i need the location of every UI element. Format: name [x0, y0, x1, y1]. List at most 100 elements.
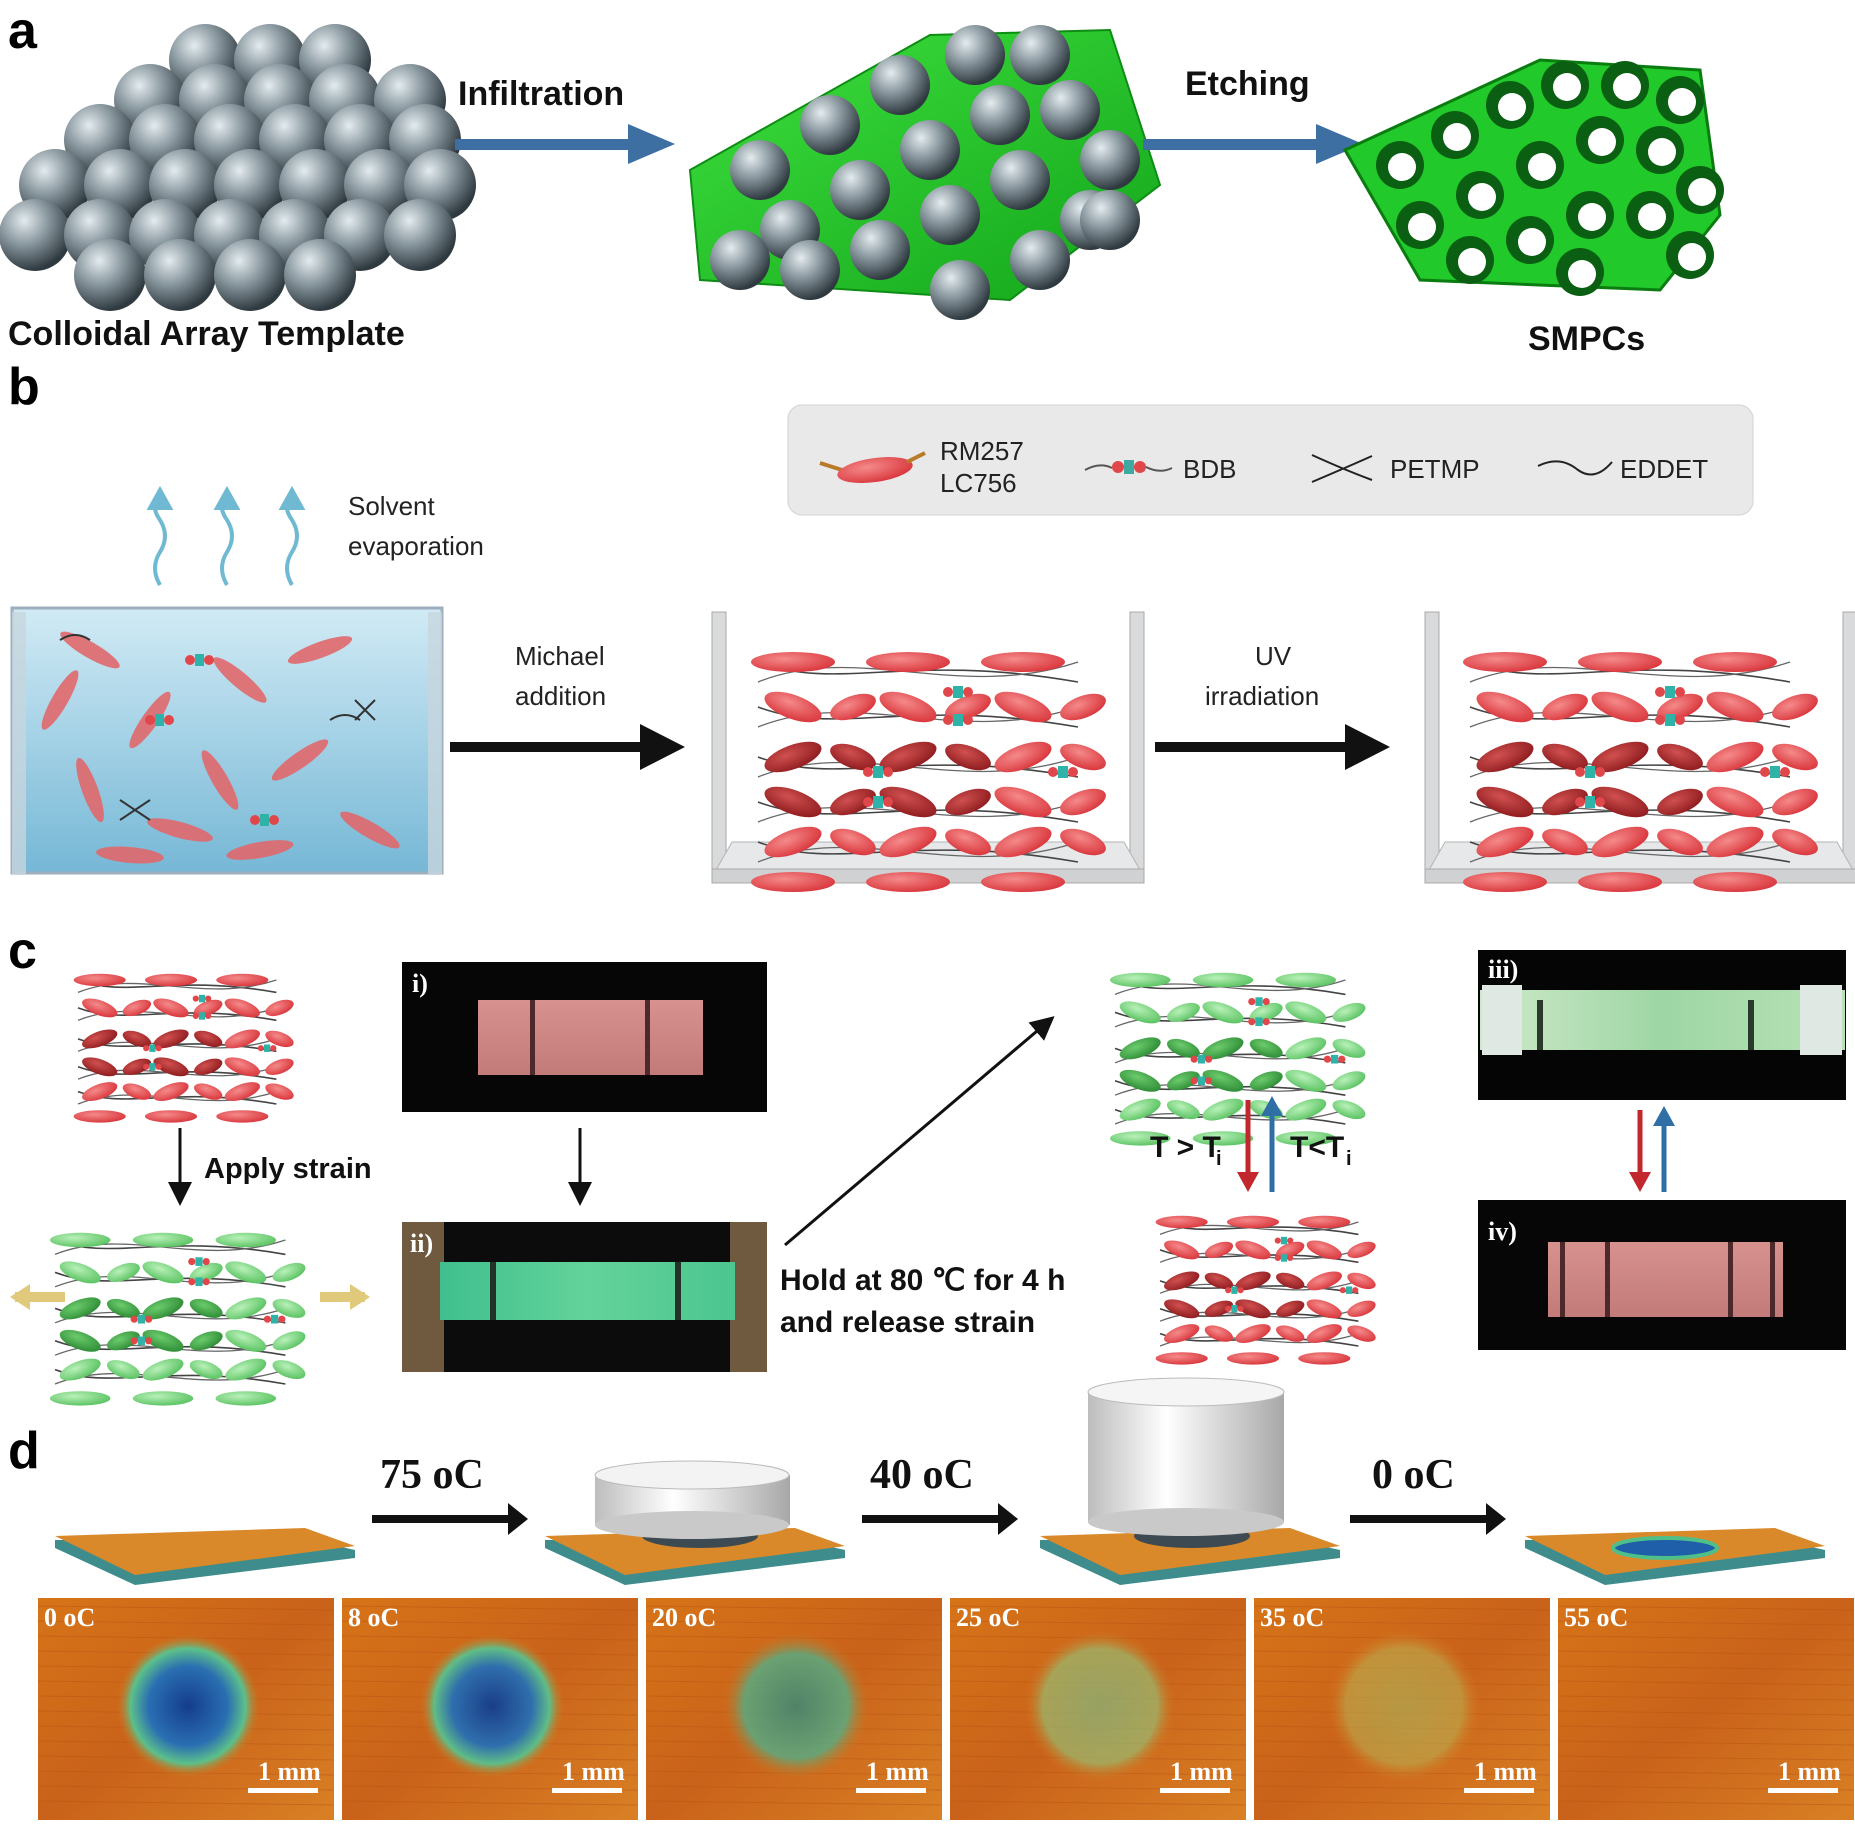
pore	[1668, 88, 1696, 116]
bdb-core	[1665, 714, 1675, 726]
texture-line	[1557, 1635, 1855, 1641]
colloid-sphere	[384, 199, 456, 271]
mesogen	[1591, 786, 1649, 818]
mesogen	[272, 1331, 306, 1351]
embedded-sphere	[870, 55, 930, 115]
container-wall	[711, 611, 727, 878]
bdb-end	[188, 1258, 196, 1266]
mesogen	[189, 1331, 223, 1351]
mesogen	[1235, 1240, 1271, 1260]
pore	[1638, 203, 1666, 231]
mesogen	[1657, 743, 1703, 771]
scale-bar	[248, 1788, 318, 1793]
bdb-end	[1237, 1305, 1244, 1312]
bdb-end	[185, 655, 195, 665]
texture-line	[645, 1800, 943, 1806]
mesogen	[1591, 826, 1649, 858]
panel-label-b: b	[8, 358, 40, 416]
micrograph-temp-label: 25 oC	[956, 1603, 1020, 1632]
bdb-core	[1231, 1286, 1238, 1294]
scale-bar-label: 1 mm	[562, 1757, 625, 1786]
texture-line	[1557, 1770, 1855, 1776]
mesogen	[1235, 1271, 1271, 1291]
bdb-end	[270, 1045, 277, 1052]
mesogen	[1772, 788, 1818, 816]
mesogen	[1706, 826, 1764, 858]
mesogen	[1155, 1215, 1208, 1229]
temperature-switch-arrows	[1237, 1096, 1283, 1192]
mesogen	[1226, 1215, 1280, 1229]
texture-line	[949, 1605, 1247, 1611]
mesogen	[1164, 1240, 1200, 1260]
scale-bar	[856, 1788, 926, 1793]
colloidal-array-template	[0, 24, 476, 311]
bdb-end	[188, 1278, 196, 1286]
mesogen	[1772, 743, 1818, 771]
mesogen	[1109, 1131, 1171, 1146]
bdb-core	[873, 796, 883, 808]
texture-line	[949, 1620, 1247, 1626]
embedded-sphere	[850, 220, 910, 280]
mesogen	[1542, 828, 1588, 856]
network-green-programmed	[1109, 972, 1366, 1146]
dissolved-mesogen	[147, 818, 213, 842]
photo-ii: ii)	[402, 1222, 767, 1372]
mesogen	[194, 999, 223, 1017]
bdb-end	[1248, 998, 1256, 1006]
legend-box: RM257 LC756 BDB PETMP EDDET	[787, 404, 1754, 516]
mesogen	[1249, 1002, 1283, 1022]
colloid-sphere	[144, 239, 216, 311]
mesogen	[189, 1262, 223, 1282]
mesogen	[1275, 972, 1337, 988]
mesogen	[225, 1329, 267, 1352]
mesogen	[106, 1298, 140, 1318]
bdb-end	[1205, 1077, 1213, 1085]
bdb-end	[1262, 1018, 1270, 1026]
mesogen	[1578, 652, 1662, 672]
mesogen	[1192, 972, 1254, 988]
texture-line	[37, 1605, 335, 1611]
embedded-sphere	[830, 160, 890, 220]
bdb-end	[863, 767, 873, 777]
mesogen	[1463, 652, 1547, 672]
step-0-label: 0 oC	[1372, 1452, 1455, 1498]
mesogen	[144, 1110, 198, 1123]
network-container-2	[1424, 611, 1855, 892]
bdb-end	[1675, 715, 1685, 725]
container-wall	[1842, 611, 1855, 878]
mesogen	[153, 1029, 189, 1049]
michael-line1: Michael	[515, 641, 605, 671]
micrograph-temp-label: 20 oC	[652, 1603, 716, 1632]
bdb-end	[1225, 1287, 1232, 1294]
bdb-end	[192, 995, 199, 1002]
bdb-core	[1346, 1286, 1353, 1294]
mesogen	[1772, 828, 1818, 856]
mesogen	[1226, 1352, 1280, 1365]
mesogen	[153, 1082, 189, 1102]
bdb-core	[873, 766, 883, 778]
embedded-sphere	[1080, 190, 1140, 250]
mesogen	[764, 786, 822, 818]
mesogen	[272, 1298, 306, 1318]
colloidal-array-label: Colloidal Array Template	[8, 315, 405, 353]
embedded-sphere	[970, 85, 1030, 145]
mesogen	[1693, 872, 1777, 892]
mesogen	[1275, 1131, 1337, 1146]
mesogen	[866, 652, 950, 672]
pore	[1553, 73, 1581, 101]
embedded-sphere	[1010, 230, 1070, 290]
bdb-core	[1280, 1254, 1288, 1262]
bdb-end	[1274, 1254, 1281, 1262]
bdb-end	[145, 1315, 153, 1323]
patterned-spot	[116, 1634, 260, 1778]
mesogen	[830, 788, 876, 816]
pore	[1588, 128, 1616, 156]
mesogen	[1332, 1002, 1366, 1022]
micrograph-temp-label: 8 oC	[348, 1603, 399, 1632]
mesogen	[1166, 1038, 1200, 1058]
pore	[1613, 73, 1641, 101]
bdb-core	[1197, 1054, 1205, 1064]
embedded-sphere	[930, 260, 990, 320]
mesogen	[1249, 1038, 1283, 1058]
scale-bar-label: 1 mm	[258, 1757, 321, 1786]
